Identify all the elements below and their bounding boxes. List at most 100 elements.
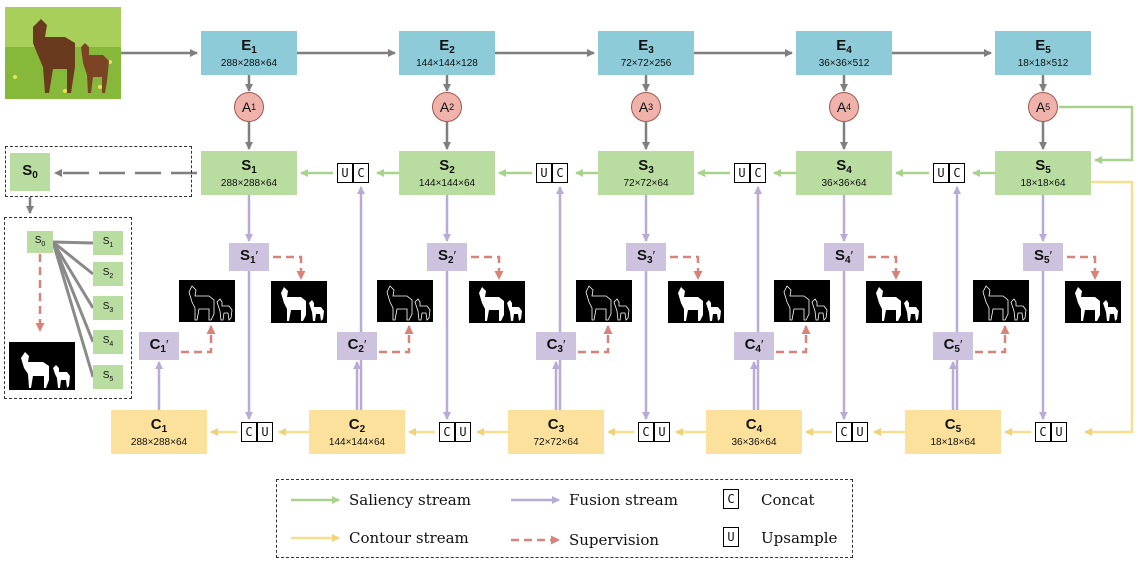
upsample-op-c4: U [852, 422, 868, 442]
fusion-node-c2-prime-label: C2′ [347, 336, 367, 355]
legend-concat-symbol: C [723, 489, 739, 509]
fusion-node-c5-prime-label: C5′ [943, 336, 963, 355]
saliency-block-s4-label: S4 [836, 156, 852, 176]
legend-saliency-stream: Saliency stream [349, 491, 471, 509]
sprime-supervision-5 [1067, 255, 1100, 280]
encoder-block-e1-dims: 288×288×64 [220, 57, 278, 69]
fusion-node-c4-prime: C4′ [734, 332, 774, 360]
inset-target-label: S1 [102, 236, 114, 250]
inset-mask-image [21, 352, 70, 388]
inset-link-4 [51, 241, 95, 343]
concat-op-c5: C [1035, 422, 1051, 442]
s0-output-region [5, 146, 192, 197]
saliency-block-s1-dims: 288×288×64 [220, 177, 278, 189]
saliency-block-s4-dims: 36×36×64 [821, 177, 867, 189]
s0-label: S0 [22, 162, 38, 181]
a5-to-s5-loop [1059, 105, 1134, 164]
upsample-op-s3: U [734, 163, 750, 183]
contour-block-c3-label: C3 [547, 415, 565, 435]
contour-block-c1-dims: 288×288×64 [130, 436, 188, 448]
encoder-block-e5-dims: 18×18×512 [1017, 57, 1069, 69]
fusion-node-s2-prime: S2′ [427, 243, 467, 271]
saliency-map-thumb-5 [1065, 281, 1121, 323]
upsample-op-s4: U [933, 163, 949, 183]
inset-source-label: S0 [34, 235, 46, 249]
saliency-block-s5-label: S5 [1035, 156, 1051, 176]
fusion-node-s1-prime: S1′ [229, 243, 269, 271]
multi-level-fusion-inset [4, 217, 132, 399]
s5-to-contour-loop [1084, 180, 1134, 436]
saliency-map-thumb-2 [469, 281, 525, 323]
inset-fused-saliency-map [9, 342, 75, 390]
concat-op-c2: C [439, 422, 455, 442]
legend-fusion-stream: Fusion stream [569, 491, 678, 509]
fusion-node-c1-prime-label: C1′ [149, 336, 169, 355]
contour-block-c2-label: C2 [348, 415, 366, 435]
saliency-block-s3-dims: 72×72×64 [623, 177, 669, 189]
inset-target-label: S4 [102, 335, 114, 349]
inset-link-3 [51, 241, 95, 309]
concat-op-s1: C [353, 163, 369, 183]
contour-map-thumb-5 [973, 280, 1029, 322]
legend-swatches [291, 496, 560, 545]
fusion-node-s4-prime-label: S4′ [834, 247, 853, 266]
contour-map-thumb-3 [576, 280, 632, 322]
encoder-block-e4-dims: 36×36×512 [818, 57, 870, 69]
contour-block-c5-dims: 18×18×64 [930, 436, 976, 448]
fusion-node-s1-prime-label: S1′ [239, 247, 258, 266]
contour-block-c1-label: C1 [150, 415, 168, 435]
cprime-supervision-4 [776, 325, 811, 354]
fusion-node-s5-prime-label: S5′ [1033, 247, 1052, 266]
inset-link-2 [52, 240, 94, 276]
inset-target-label: S2 [102, 267, 114, 281]
cprime-supervision-2 [379, 325, 414, 354]
upsample-op-s2: U [536, 163, 552, 183]
saliency-block-s2-label: S2 [439, 156, 455, 176]
encoder-block-e3-dims: 72×72×256 [620, 57, 672, 69]
encoder-block-e1-label: E1 [241, 36, 257, 56]
inset-target-s3: S3 [93, 296, 123, 320]
s0-box: S0 [10, 153, 50, 191]
concat-op-s2: C [552, 163, 568, 183]
saliency-block-s3-label: S3 [638, 156, 654, 176]
concat-op-c3: C [638, 422, 654, 442]
legend-upsample-symbol: U [723, 527, 739, 547]
inset-target-s5: S5 [93, 365, 123, 389]
contour-block-c2-dims: 144×144×64 [328, 436, 386, 448]
fusion-node-c2-prime: C2′ [337, 332, 377, 360]
contour-block-c3-dims: 72×72×64 [533, 436, 579, 448]
inset-target-label: S3 [102, 301, 114, 315]
sprime-supervision-4 [868, 255, 901, 280]
sprime-supervision-3 [670, 255, 703, 280]
contour-map-thumb-2 [377, 280, 433, 322]
concat-op-s3: C [750, 163, 766, 183]
cprime-supervision-5 [975, 325, 1010, 354]
saliency-block-s1-label: S1 [241, 156, 257, 176]
legend-contour-stream: Contour stream [349, 529, 469, 547]
sprime-supervision-2 [471, 255, 504, 280]
inset-target-s2: S2 [93, 262, 123, 286]
inset-target-s4: S4 [93, 330, 123, 354]
inset-target-label: S5 [102, 370, 114, 384]
encoder-block-e2-dims: 144×144×128 [416, 57, 478, 69]
input-horse-photo [5, 7, 121, 99]
encoder-block-e3-label: E3 [638, 36, 654, 56]
legend-concat: Concat [761, 491, 815, 509]
upsample-op-c2: U [455, 422, 471, 442]
cprime-supervision-1 [181, 325, 216, 354]
encoder-block-e5-label: E5 [1035, 36, 1051, 56]
contour-block-c4-label: C4 [745, 415, 763, 435]
